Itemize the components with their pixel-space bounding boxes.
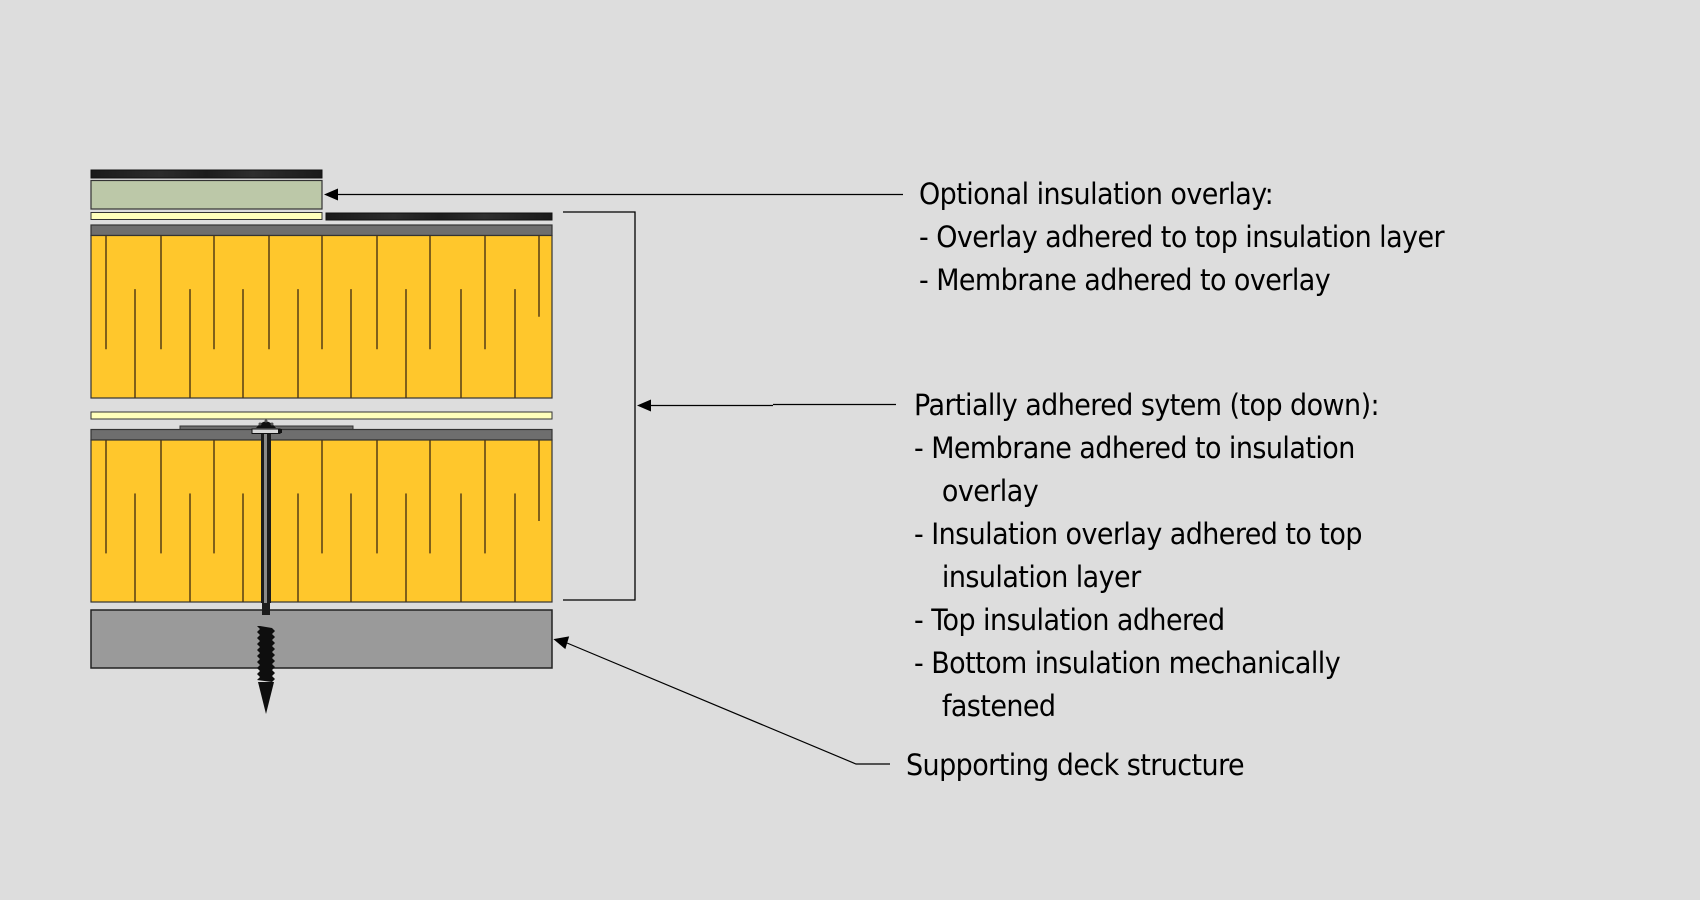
overlay-callout-item: - Overlay adhered to top insulation laye… (919, 220, 1445, 254)
system-callout-item-cont: insulation layer (941, 560, 1141, 594)
deck-callout: Supporting deck structure (906, 744, 1245, 787)
top-insulation (90, 234, 553, 399)
system-callout-title: Partially adhered sytem (top down): (914, 388, 1380, 422)
system-callout: Partially adhered sytem (top down): - Me… (914, 384, 1380, 728)
system-callout-item-cont: overlay (941, 474, 1039, 508)
bottom-cover-board (90, 428, 553, 441)
overlay-callout-item: - Membrane adhered to overlay (919, 263, 1331, 297)
arrowhead-icon (637, 399, 651, 412)
overlay-membrane (90, 169, 323, 179)
overlay-adhesive-strip (90, 212, 323, 220)
overlay-callout: Optional insulation overlay: - Overlay a… (919, 173, 1445, 302)
middle-adhesive-strip (90, 411, 553, 420)
top-cover-board (90, 224, 553, 237)
system-callout-item: - Top insulation adhered (914, 603, 1225, 637)
system-callout-item-cont: fastened (941, 689, 1056, 723)
system-membrane (325, 212, 553, 221)
deck-callout-title: Supporting deck structure (906, 748, 1245, 782)
overlay-callout-title: Optional insulation overlay: (919, 177, 1274, 211)
deck-leader (553, 636, 890, 765)
arrowhead-icon (324, 188, 338, 201)
overlay-leader (324, 188, 903, 201)
screw-fastener-icon (251, 419, 282, 714)
overlay-board (90, 179, 323, 210)
system-callout-item: - Bottom insulation mechanically (914, 646, 1341, 680)
bottom-insulation (90, 439, 553, 603)
system-bracket (563, 211, 896, 601)
supporting-deck (90, 609, 553, 669)
system-callout-item: - Insulation overlay adhered to top (914, 517, 1362, 551)
arrowhead-icon (553, 636, 570, 650)
system-callout-item: - Membrane adhered to insulation (914, 431, 1355, 465)
